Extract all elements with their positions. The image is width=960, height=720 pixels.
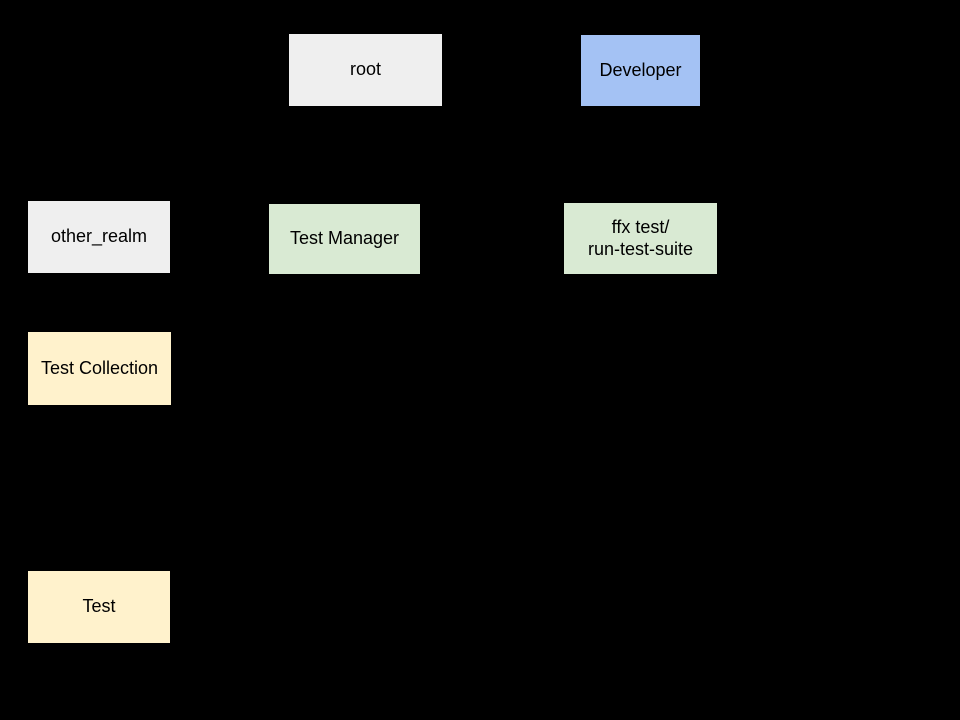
node-developer-label: Developer — [599, 59, 682, 80]
node-test-collection: Test Collection — [28, 332, 171, 405]
node-other-realm-label: other_realm — [50, 226, 148, 247]
node-test-manager-label: Test Manager — [289, 228, 400, 249]
node-root-label: root — [349, 59, 382, 80]
node-test: Test — [28, 571, 170, 643]
node-ffx-test-run-test-suite: ffx test/ run-test-suite — [564, 203, 717, 274]
node-test-collection-label: Test Collection — [40, 357, 159, 378]
node-developer: Developer — [581, 35, 700, 106]
node-test-manager: Test Manager — [269, 204, 420, 274]
node-test-label: Test — [82, 596, 116, 617]
node-other-realm: other_realm — [28, 201, 170, 273]
node-root: root — [289, 34, 442, 106]
node-ffx-test-run-test-suite-label: ffx test/ run-test-suite — [587, 216, 694, 259]
